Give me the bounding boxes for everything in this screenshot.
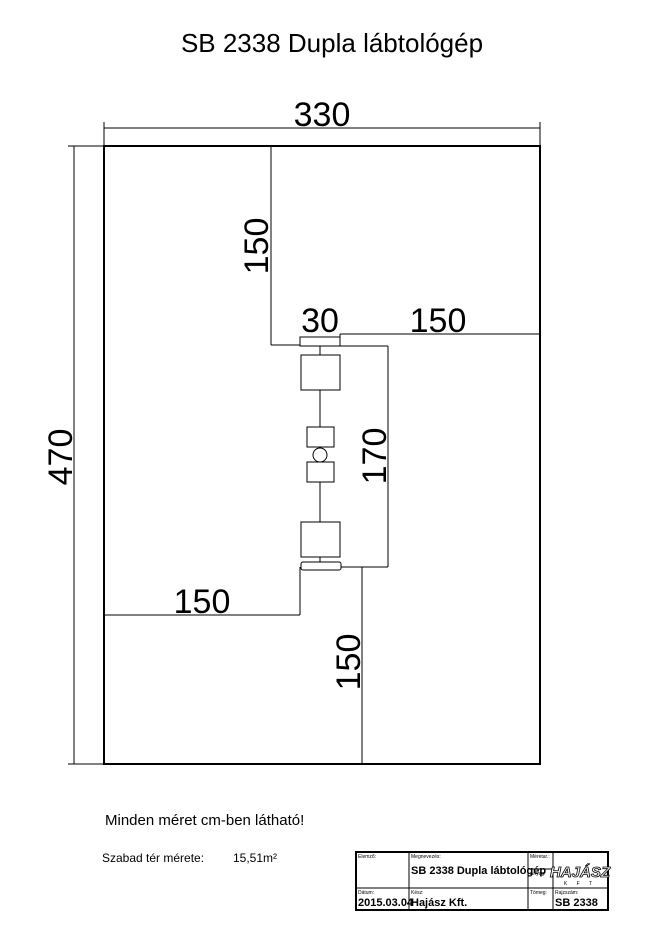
dim-label-30: 30 [301, 302, 339, 340]
dim-label-right-150: 150 [410, 302, 467, 340]
dimension-bottom-vertical: 150 [330, 567, 368, 764]
dimension-left-horizontal: 150 [104, 567, 301, 621]
machine-upper-plate [306, 426, 335, 448]
dimension-width-top: 330 [103, 96, 541, 146]
tb-label-datum: Dátum: [358, 890, 374, 896]
dim-label-170: 170 [356, 428, 394, 485]
tb-value-datum: 2015.03.04 [358, 897, 414, 909]
tb-label-rajzszam: Rajzszám: [555, 890, 578, 896]
tb-label-meretar: Méretar.: [530, 854, 550, 860]
machine-top-seat [300, 354, 341, 391]
tb-label-megnevezes: Megnevezés: [411, 854, 441, 860]
tb-value-megnevezes: SB 2338 Dupla lábtológép [411, 865, 546, 877]
logo-text: HAJÁSZ [550, 864, 611, 881]
tb-value-rajzszam: SB 2338 [555, 897, 598, 909]
machine-lower-plate [306, 461, 335, 483]
dimension-height-left: 470 [42, 145, 104, 765]
leg-press-machine [299, 336, 342, 571]
dim-label-top-150: 150 [238, 218, 276, 275]
tb-label-anyag: Anyag: [530, 871, 546, 877]
tb-label-tomeg: Tömeg: [530, 890, 547, 896]
dim-label-330: 330 [294, 96, 351, 134]
dim-label-470: 470 [42, 429, 80, 486]
machine-center-pivot [312, 447, 328, 463]
room-outline [103, 145, 541, 765]
logo-sub: K F T [564, 881, 596, 887]
machine-bottom-end-bar [300, 561, 342, 571]
units-note: Minden méret cm-ben látható! [105, 812, 304, 829]
dim-label-bottom-150: 150 [330, 634, 368, 691]
dimension-right-horizontal: 150 [339, 302, 540, 346]
free-space-label: Szabad tér mérete: [102, 851, 204, 865]
company-logo: HAJÁSZ K F T [550, 864, 612, 887]
title-block-frame [355, 851, 609, 911]
tb-value-kft: Hajász Kft. [411, 897, 467, 909]
dim-label-left-150: 150 [174, 583, 231, 621]
title-block: Elemző: Megnevezés: SB 2338 Dupla lábtol… [355, 851, 612, 911]
free-space-value: 15,51m² [233, 851, 277, 865]
machine-bottom-seat [300, 521, 341, 558]
dimension-top-vertical: 150 [238, 146, 300, 346]
drawing-title: SB 2338 Dupla lábtológép [181, 28, 483, 58]
tb-label-kesz: Kész: [411, 890, 424, 896]
dimension-machine-length: 170 [340, 345, 394, 568]
tb-label-elemzo: Elemző: [358, 854, 376, 860]
